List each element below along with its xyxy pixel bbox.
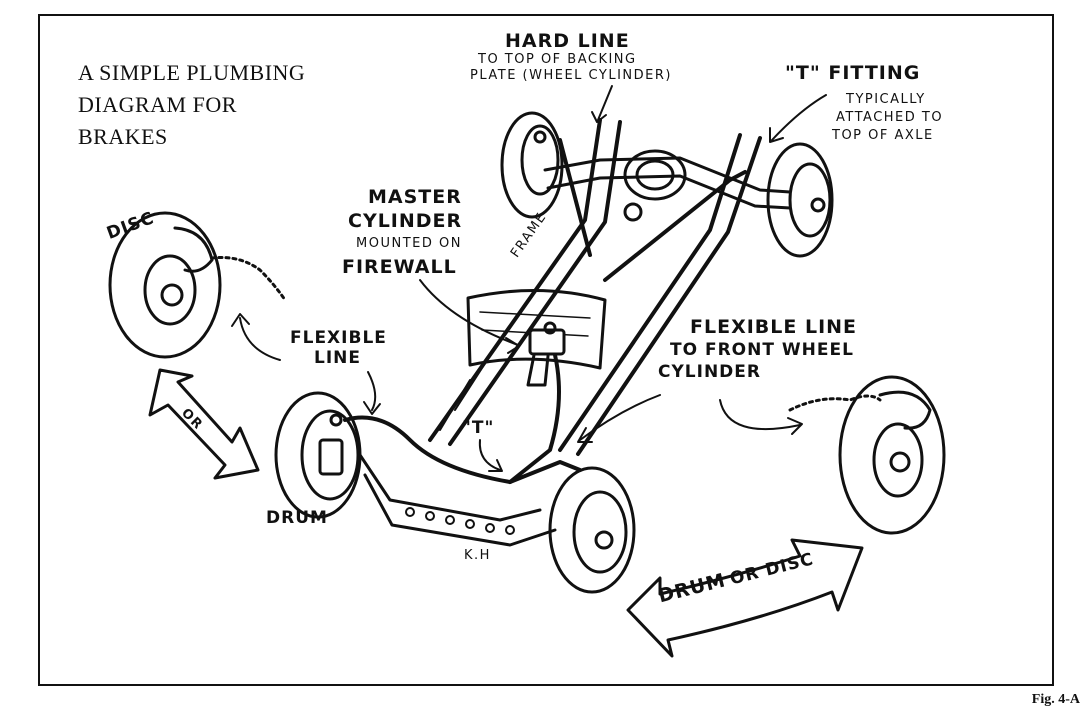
hard-line-note-1: TO TOP OF BACKING (478, 52, 637, 67)
diagram-title-line-1: A SIMPLE PLUMBING (78, 60, 306, 85)
rear-left-wheel (500, 111, 564, 219)
brake-lines (343, 138, 747, 484)
rear-right-wheel (766, 142, 834, 258)
hard-line-note-2: PLATE (WHEEL CYLINDER) (470, 68, 672, 83)
master-cylinder-note-2: FIREWALL (342, 256, 457, 278)
flexible-line-label-1: FLEXIBLE (290, 328, 387, 348)
t-fitting-label: "T" FITTING (785, 62, 921, 84)
pointer-arrows (231, 85, 827, 472)
t-junction-label: "T" (462, 418, 495, 438)
flexible-front-line-label-3: CYLINDER (658, 362, 761, 382)
master-cylinder-note-1: MOUNTED ON (356, 236, 462, 251)
t-fitting-note-3: TOP OF AXLE (832, 128, 934, 143)
t-fitting-note-2: ATTACHED TO (836, 110, 944, 125)
master-cylinder-label-1: MASTER (368, 186, 462, 208)
rear-axle (543, 149, 792, 222)
flexible-front-line-label-2: TO FRONT WHEEL (670, 340, 854, 360)
master-cylinder (526, 321, 566, 387)
chassis-frame (428, 118, 762, 456)
diagram-title-line-3: BRAKES (78, 124, 168, 149)
front-left-drum-wheel (274, 391, 362, 519)
master-cylinder-label-2: CYLINDER (348, 210, 463, 232)
front-right-wheel (548, 466, 636, 594)
artist-initials: K.H (464, 548, 491, 563)
or-arrow (148, 368, 260, 480)
hard-line-label: HARD LINE (505, 30, 630, 52)
figure-label: Fig. 4-A (1031, 692, 1080, 707)
disc-brake-right (788, 375, 946, 535)
drum-label: DRUM (266, 508, 328, 528)
flexible-front-line-label-1: FLEXIBLE LINE (690, 316, 858, 338)
diagram-title-line-2: DIAGRAM FOR (78, 92, 237, 117)
t-fitting-note-1: TYPICALLY (846, 92, 926, 107)
diagram-frame (38, 14, 1054, 686)
front-axle (358, 453, 557, 547)
disc-brake-left (108, 211, 287, 359)
flexible-line-label-2: LINE (314, 348, 361, 368)
drum-or-disc-arrow (626, 538, 864, 658)
